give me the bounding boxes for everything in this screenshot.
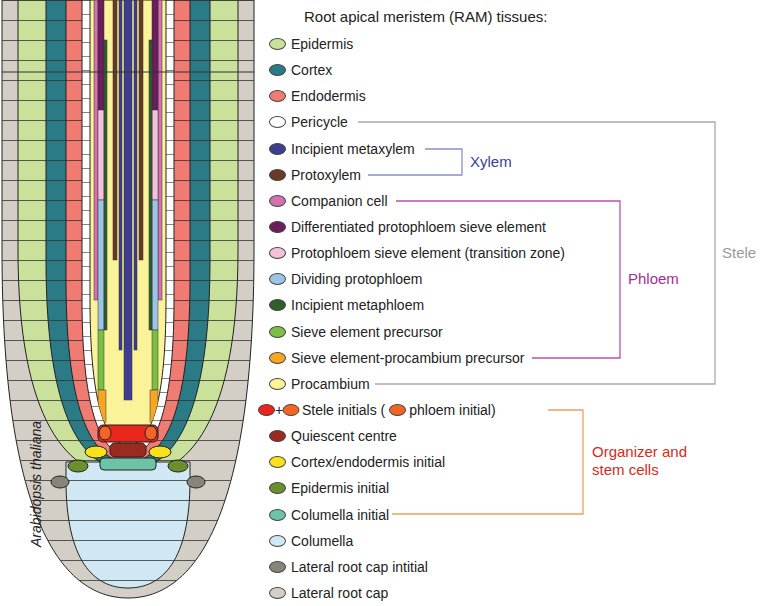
legend-text: Protophloem sieve element (transition zo… (291, 244, 565, 262)
legend-text: Differentiated protophloem sieve element (291, 218, 546, 236)
legend-text: Incipient metaxylem (291, 140, 415, 158)
cell-walls (82, 0, 174, 455)
legend-text: Lateral root cap intitial (291, 558, 428, 576)
metaxylem (119, 0, 122, 350)
legend-swatch (269, 430, 286, 442)
sieve-element-precursor (98, 330, 104, 390)
metaphloem (149, 40, 152, 330)
cell-walls (66, 0, 190, 462)
cell-walls (66, 462, 190, 588)
se-procambium-precursor (150, 390, 158, 422)
protophloem-transition (152, 110, 158, 200)
legend-text: Columella initial (291, 506, 389, 524)
legend-swatch (269, 116, 286, 128)
legend-text: Dividing protophloem (291, 270, 423, 288)
section-line (2, 72, 254, 73)
protoxylem (113, 0, 117, 260)
group-label: + (275, 401, 283, 419)
protophloem-transition (98, 110, 104, 200)
companion-cell (158, 0, 162, 300)
legend-swatch (269, 195, 286, 207)
protophloem-differentiated (152, 0, 158, 110)
companion-cell (94, 0, 98, 300)
legend-text: Endodermis (291, 87, 366, 105)
cortex-endodermis-initial (85, 446, 107, 458)
legend-swatch (269, 273, 286, 285)
vascular-strands (94, 0, 162, 422)
legend-text: phloem initial) (409, 401, 495, 419)
lateral-root-cap-initial (51, 476, 69, 488)
group-label: Organizer and stem cells (592, 443, 704, 479)
legend-swatch (269, 90, 286, 102)
legend-text: Protoxylem (291, 166, 361, 184)
group-label: Phloem (628, 270, 679, 288)
legend-text: Sieve element-procambium precursor (291, 349, 524, 367)
legend-swatch (283, 405, 299, 416)
legend-swatch (269, 587, 286, 599)
legend-text: Stele initials ( (302, 401, 385, 419)
species-label: Arabidopsis thaliana (27, 421, 45, 547)
stele-initials (98, 425, 158, 442)
legend-swatch (389, 404, 406, 416)
legend-swatch (258, 404, 275, 416)
cortex-endodermis-initial (149, 446, 171, 458)
legend-swatch (269, 143, 286, 155)
legend-swatch (269, 64, 286, 76)
lateral-root-cap (2, 0, 254, 598)
legend-text: Columella (291, 532, 353, 550)
legend-text: Cortex (291, 61, 332, 79)
sieve-element-precursor (152, 330, 158, 390)
legend-text: Companion cell (291, 192, 388, 210)
legend-text: Pericycle (291, 113, 348, 131)
epidermis-initial (68, 460, 88, 472)
legend-title: Root apical meristem (RAM) tissues: (304, 8, 547, 26)
legend-text: Incipient metaphloem (291, 296, 424, 314)
columella (66, 462, 190, 588)
legend-swatch (269, 456, 286, 468)
group-label: Xylem (470, 153, 512, 171)
legend-swatch (269, 299, 286, 311)
legend-swatch (269, 247, 286, 259)
dividing-protophloem (98, 200, 104, 330)
procambium-layer (90, 0, 166, 445)
pericycle-layer (82, 0, 174, 455)
legend-swatch (269, 535, 286, 547)
legend-text: Epidermis (291, 35, 353, 53)
columella-initials (100, 458, 156, 470)
cortex-layer (46, 0, 210, 470)
epidermis-initial (168, 460, 188, 472)
legend-swatch (269, 326, 286, 338)
quiescent-centre (110, 443, 146, 457)
legend-text: Epidermis initial (291, 479, 389, 497)
cell-walls (2, 0, 254, 598)
legend-swatch (269, 482, 286, 494)
legend-swatch (269, 378, 286, 390)
legend-text: Procambium (291, 375, 370, 393)
legend-swatch (269, 169, 286, 181)
legend-text: Sieve element precursor (291, 323, 443, 341)
legend-text: Quiescent centre (291, 427, 397, 445)
legend-swatch (269, 509, 286, 521)
se-procambium-precursor (98, 390, 106, 422)
legend-swatch (269, 38, 286, 50)
metaxylem (124, 0, 132, 400)
protophloem-differentiated (98, 0, 104, 110)
phloem-initial (145, 426, 157, 440)
legend-swatch (269, 352, 286, 364)
dividing-protophloem (152, 200, 158, 330)
phloem-initial (99, 426, 111, 440)
metaphloem (104, 40, 107, 330)
cell-walls (46, 0, 210, 470)
lateral-root-cap-initial (187, 476, 205, 488)
legend-swatch (269, 561, 286, 573)
protoxylem (139, 0, 143, 260)
legend-text: Lateral root cap (291, 584, 388, 602)
metaxylem (134, 0, 137, 350)
legend-swatch (269, 221, 286, 233)
group-label: Stele (722, 244, 756, 262)
endodermis-layer (66, 0, 190, 462)
legend-text: Cortex/endodermis initial (291, 453, 445, 471)
